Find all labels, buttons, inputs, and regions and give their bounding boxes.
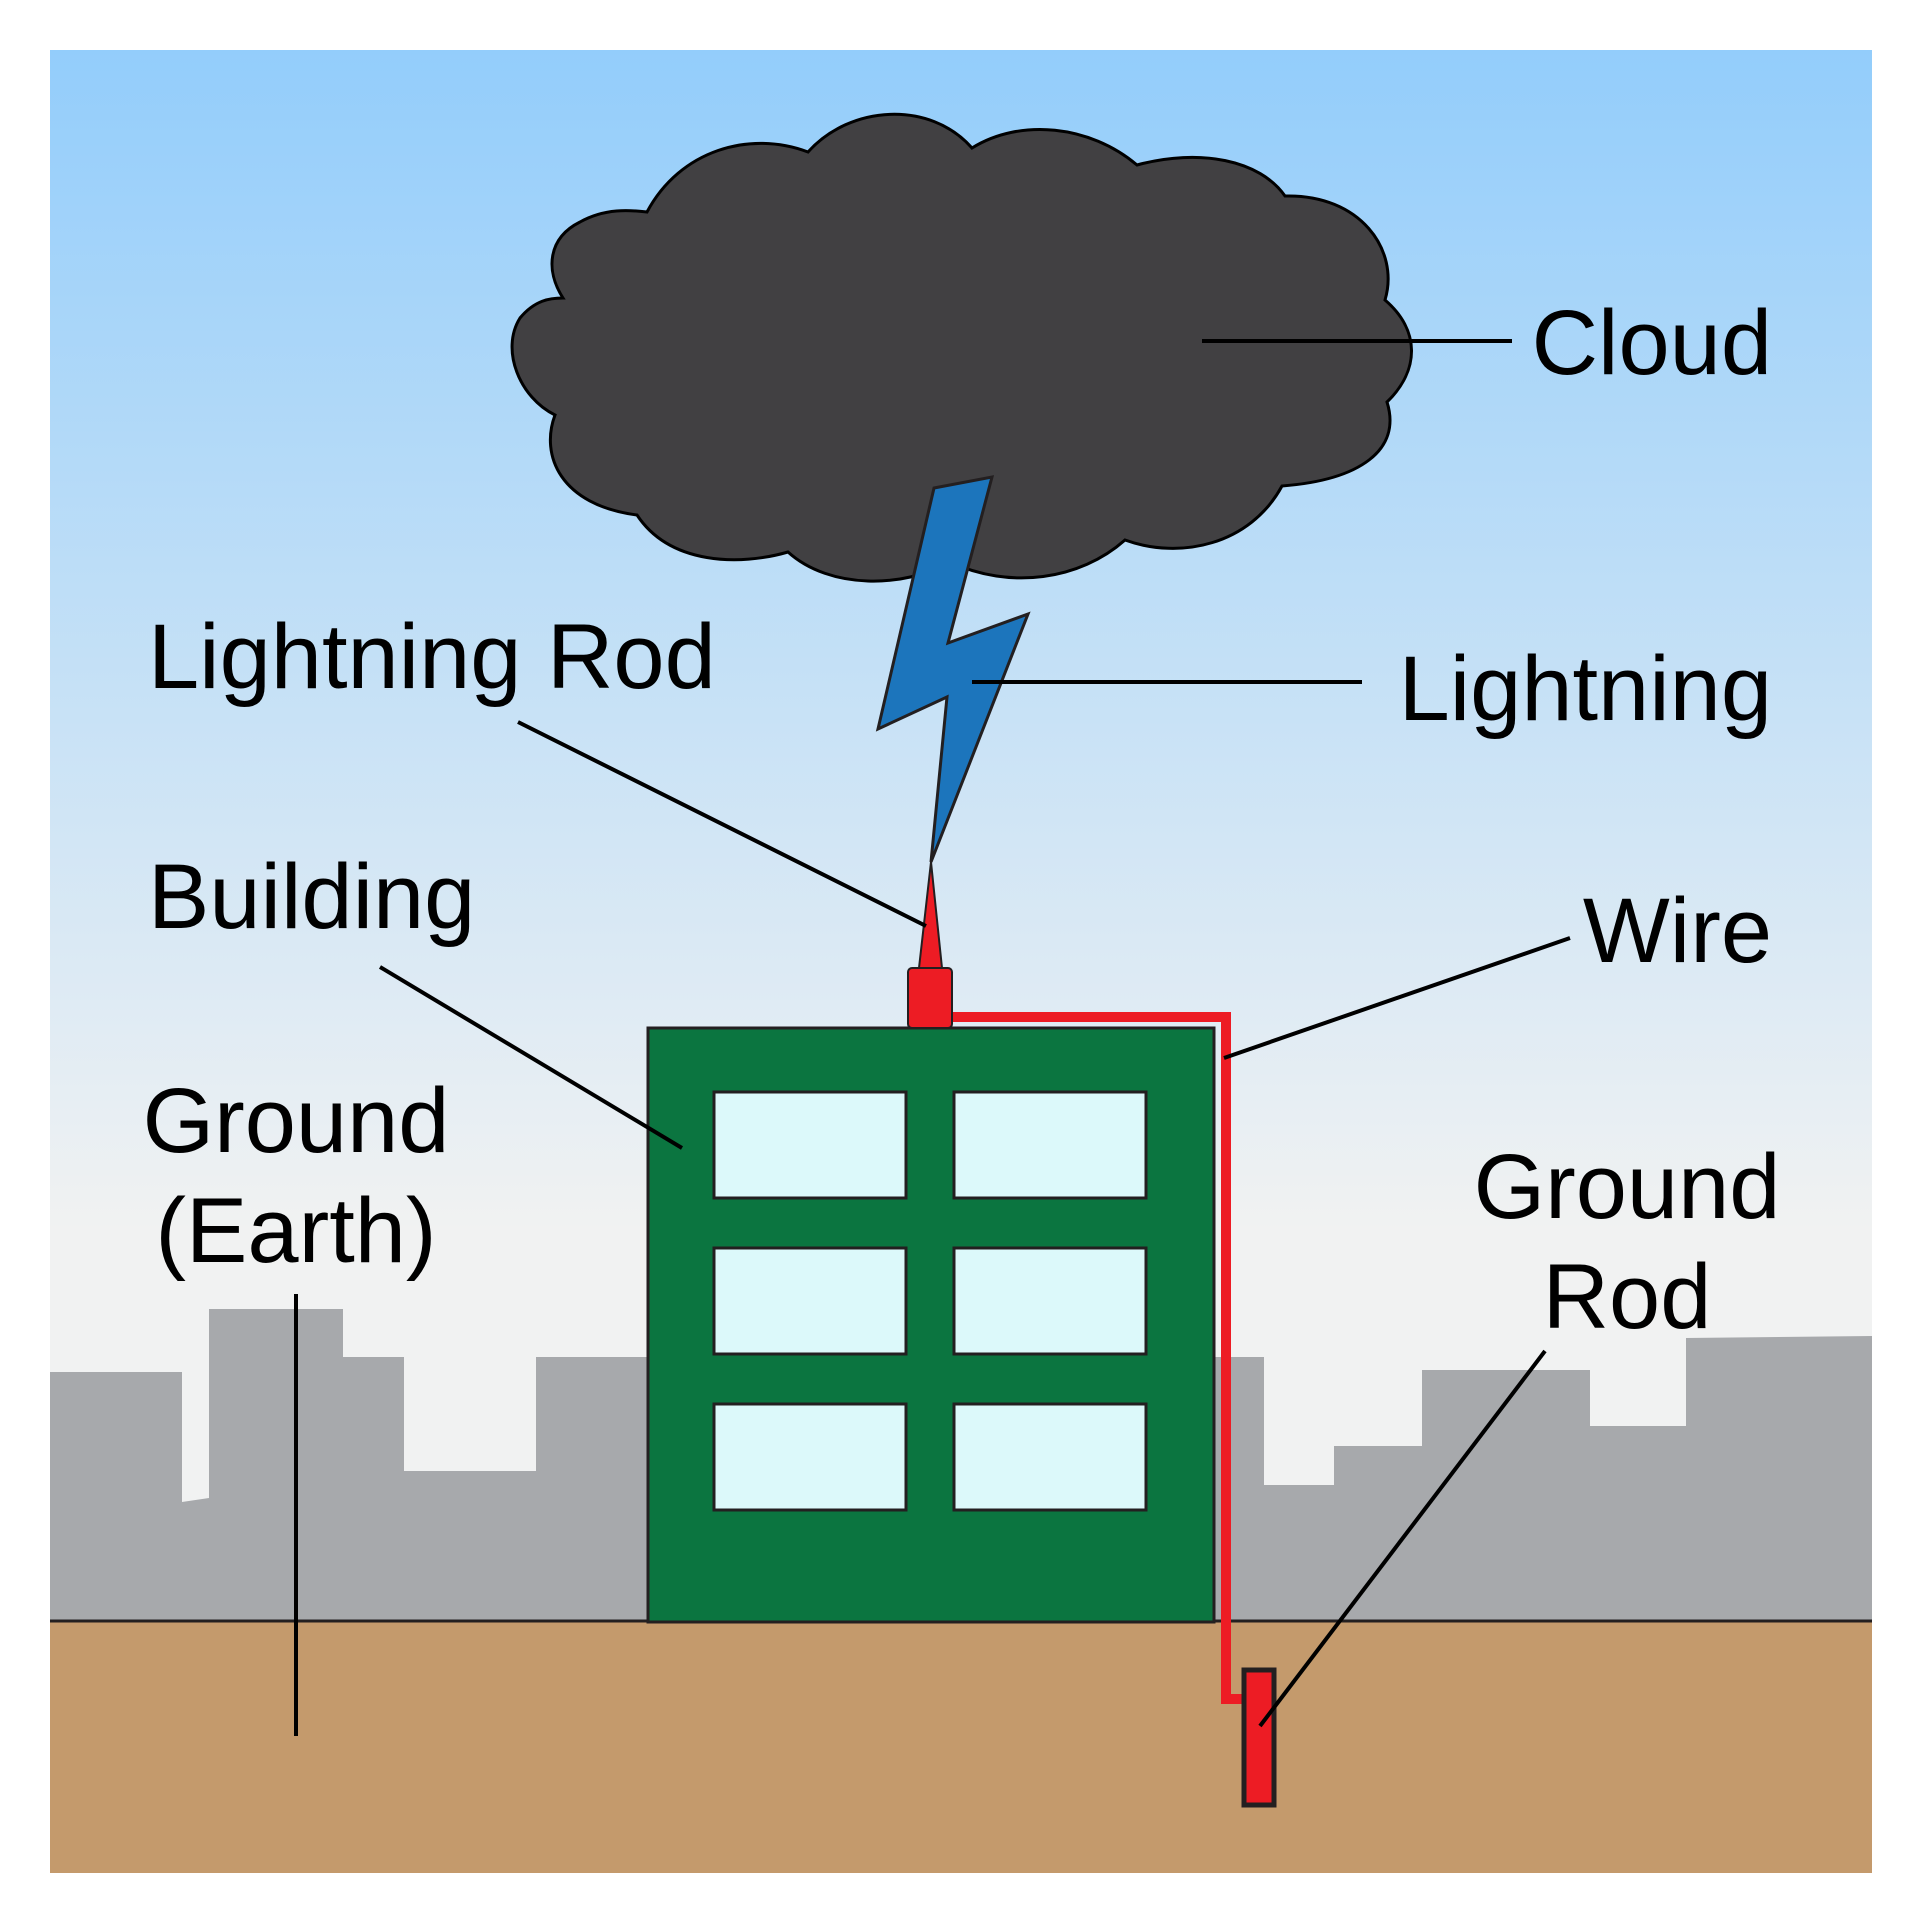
ground-earth: [50, 1621, 1872, 1873]
label-ground-rod-line2: Rod: [1543, 1246, 1712, 1348]
window: [952, 1246, 1148, 1356]
lightning-bolt: [875, 475, 1031, 863]
window: [712, 1090, 908, 1200]
building-leader-line: [378, 965, 684, 1150]
wire: [950, 1012, 1244, 1704]
label-ground-rod-line1: Ground: [1474, 1136, 1781, 1238]
ground-rod: [1241, 1667, 1277, 1808]
label-wire: Wire: [1583, 880, 1772, 982]
lightning-rod-leader-line: [517, 720, 927, 928]
window: [952, 1402, 1148, 1512]
label-cloud: Cloud: [1532, 292, 1772, 394]
label-lightning-rod: Lightning Rod: [148, 606, 716, 708]
label-ground-earth-line2: (Earth): [155, 1180, 436, 1282]
lightning-rod-base: [907, 967, 953, 1029]
label-ground-earth-line1: Ground: [143, 1070, 450, 1172]
label-lightning: Lightning: [1399, 638, 1772, 740]
window: [952, 1090, 1148, 1200]
label-building: Building: [148, 846, 475, 948]
building-windows: [712, 1090, 1148, 1512]
window: [712, 1402, 908, 1512]
wire-leader-line: [1223, 936, 1571, 1060]
window: [712, 1246, 908, 1356]
lightning-rod-spike: [917, 861, 944, 969]
ground-rod-leader-line: [1258, 1349, 1547, 1728]
storm-cloud: [510, 112, 1413, 583]
